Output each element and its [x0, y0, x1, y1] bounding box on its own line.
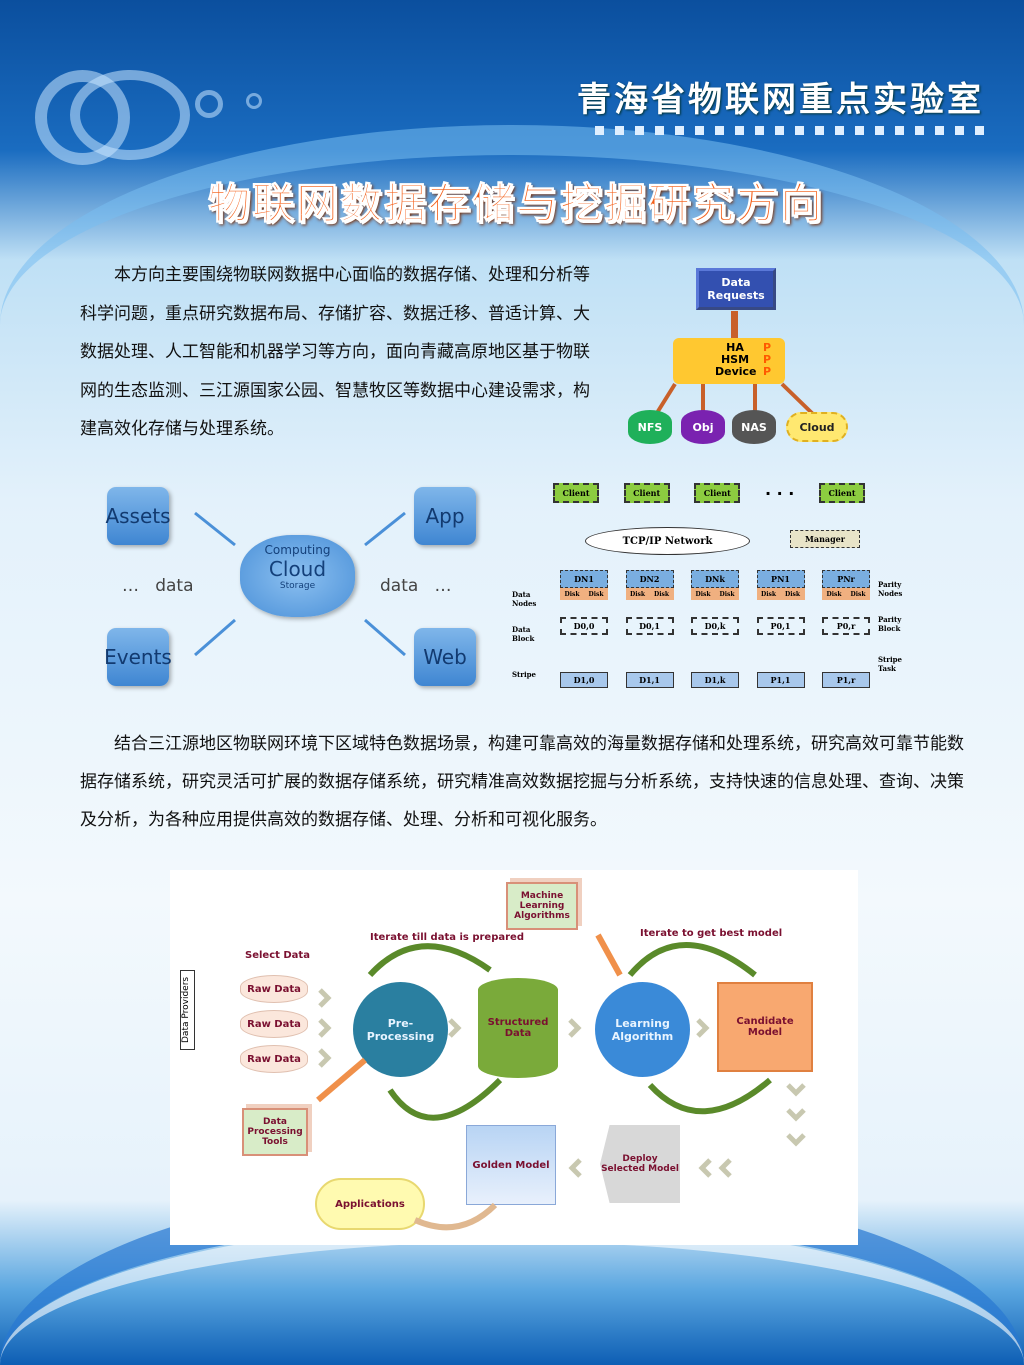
deploy-model: Deploy Selected Model [600, 1125, 680, 1203]
pipeline-arrows [316, 933, 806, 1231]
network-cloud: TCP/IP Network [585, 527, 750, 555]
lab-name: 青海省物联网重点实验室 [577, 80, 984, 120]
applications-cloud: Applications [315, 1178, 425, 1230]
parity-node: PN1 [756, 570, 805, 588]
side-label: Stripe Task [878, 655, 902, 673]
parity-node: PNr [822, 570, 870, 588]
data-node: DN1 [560, 570, 608, 588]
node-assets: Assets [105, 487, 171, 545]
intro-paragraph: 本方向主要围绕物联网数据中心面临的数据存储、处理和分析等科学问题，重点研究数据布… [80, 265, 590, 439]
data-block: D0,1 [625, 617, 674, 635]
ring-decoration [70, 70, 190, 160]
manager-box: Manager [790, 530, 860, 548]
cloud-center: Computing Cloud Storage [240, 535, 355, 617]
side-label: Data Nodes [512, 590, 537, 608]
raw-data: Raw Data [240, 1010, 308, 1038]
data-requests-box: Data Requests [696, 268, 776, 310]
stripe-block: D1,1 [625, 672, 674, 688]
pre-processing-gear: Pre-Processing [353, 982, 448, 1077]
nas-store: NAS [732, 410, 776, 444]
iterate-label: Iterate to get best model [640, 928, 783, 939]
disk: Disk [756, 588, 781, 600]
iterate-label: Iterate till data is prepared [370, 932, 524, 943]
node-events: Events [104, 628, 172, 686]
cloud-label: Computing [264, 543, 331, 557]
stripe-block: D1,k [691, 672, 739, 688]
node-web: Web [414, 628, 476, 686]
parity-block: P0,r [822, 617, 870, 635]
golden-model: Golden Model [466, 1125, 556, 1205]
side-label: Stripe [512, 670, 536, 679]
disk: Disk [846, 588, 870, 600]
disk: Disk [584, 588, 608, 600]
page-title: 物联网数据存储与挖掘研究方向 [207, 179, 825, 229]
data-label-right: data … [380, 576, 452, 596]
candidate-model: Candidate Model [717, 982, 813, 1072]
raw-data: Raw Data [240, 975, 308, 1003]
select-data-label: Select Data [245, 950, 310, 961]
raw-data: Raw Data [240, 1045, 308, 1073]
client-box: Client [694, 483, 741, 503]
nfs-store: NFS [628, 410, 672, 444]
cloud-store: Cloud [786, 412, 848, 442]
ml-algorithms-doc: Machine Learning Algorithms [506, 882, 578, 930]
side-label: Data Block [512, 625, 535, 643]
ml-pipeline-diagram: Select Data Data Providers Raw Data Raw … [170, 870, 858, 1245]
disk: Disk [649, 588, 674, 600]
summary-paragraph: 结合三江源地区物联网环境下区域特色数据场景，构建可靠高效的海量数据存储和处理系统… [80, 734, 964, 830]
ring-decoration [195, 90, 223, 118]
disk: Disk [560, 588, 584, 600]
data-block: D0,0 [560, 617, 608, 635]
client-box: Client [819, 483, 865, 503]
disk: Disk [822, 588, 846, 600]
arrow [731, 311, 738, 339]
ellipsis: · · · [764, 483, 795, 503]
stripe-block: P1,1 [756, 672, 805, 688]
disk: Disk [691, 588, 715, 600]
dot-divider [595, 126, 984, 135]
disk: Disk [625, 588, 650, 600]
stripe-block: D1,0 [560, 672, 608, 688]
disk: Disk [780, 588, 805, 600]
node-app: App [414, 487, 476, 545]
obj-store: Obj [681, 410, 725, 444]
learning-algorithm-gear: Learning Algorithm [595, 982, 690, 1077]
cloud-label: Cloud [268, 557, 327, 581]
device-label: HA [726, 341, 744, 354]
data-block: D0,k [691, 617, 739, 635]
p-label: P [763, 353, 772, 366]
cloud-label: Storage [279, 581, 316, 591]
side-label: Parity Block [878, 615, 902, 633]
client-box: Client [623, 483, 670, 503]
disk: Disk [715, 588, 739, 600]
p-label: P [763, 365, 772, 378]
client-box: Client [553, 483, 599, 503]
p-label: P [763, 341, 772, 354]
data-label-left: … data [122, 576, 194, 596]
structured-data-cylinder: Structured Data [478, 978, 558, 1078]
parity-block: P0,1 [756, 617, 805, 635]
side-label: Parity Nodes [878, 580, 903, 598]
data-node: DNk [691, 570, 739, 588]
device-label: Device [715, 365, 757, 378]
data-node: DN2 [625, 570, 674, 588]
ring-decoration [246, 93, 262, 109]
device-label: HSM [720, 353, 750, 366]
stripe-block: P1,r [822, 672, 870, 688]
data-processing-tools-doc: Data Processing Tools [242, 1108, 308, 1156]
cloud-arrows [194, 511, 406, 657]
